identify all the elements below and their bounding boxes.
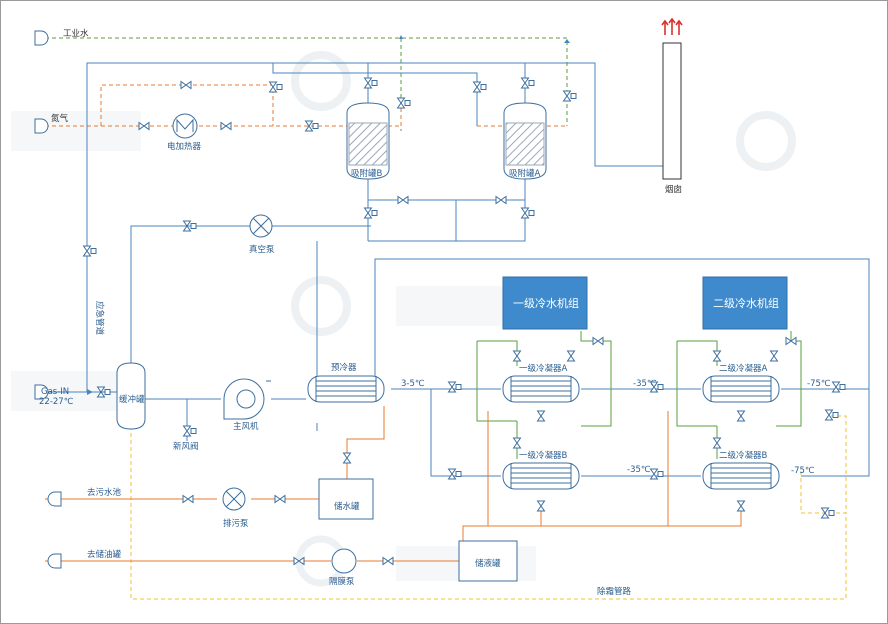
- electric-heater: [172, 113, 198, 139]
- fresh-air-valve-label: 新风阀: [173, 441, 199, 452]
- buffer-tank-label: 缓冲罐: [119, 394, 145, 405]
- valve-drain-2b[interactable]: [737, 500, 745, 512]
- valve-cw2-c[interactable]: [713, 437, 721, 449]
- chiller-unit-1-label: 一级冷水机组: [513, 296, 579, 310]
- valve-bypass[interactable]: [83, 245, 97, 257]
- temp-precooler-out: 3-5℃: [401, 379, 425, 389]
- valve-cw2-a[interactable]: [713, 350, 721, 362]
- chiller-unit-1: [502, 276, 588, 330]
- sewage-pool-label: 去污水池: [87, 487, 122, 498]
- water-tank: [318, 478, 374, 520]
- condenser-2b-label: 二级冷凝器B: [719, 450, 768, 461]
- valve-nitrogen-bypass[interactable]: [180, 81, 192, 89]
- valve-fresh-air[interactable]: [183, 425, 197, 437]
- inlet-gas-icon: [34, 384, 49, 400]
- valve-outlet[interactable]: [832, 381, 846, 393]
- valve-cw1-return[interactable]: [592, 337, 604, 345]
- valve-cross-b[interactable]: [397, 196, 409, 204]
- valve-adsorber-b-top[interactable]: [364, 77, 378, 89]
- temp-stage2a-out: -75℃: [807, 379, 831, 389]
- condenser-2a: [702, 375, 780, 403]
- nitrogen-label: 氮气: [51, 113, 69, 124]
- valve-heater-out[interactable]: [220, 122, 232, 130]
- valve-nitrogen[interactable]: [138, 122, 150, 130]
- valve-cw1-a[interactable]: [513, 350, 521, 362]
- valve-cw2-b[interactable]: [770, 350, 778, 362]
- valve-cw1-c[interactable]: [513, 437, 521, 449]
- condenser-2b: [702, 462, 780, 490]
- valve-cross-a[interactable]: [495, 196, 507, 204]
- valve-cw1-mid[interactable]: [537, 410, 545, 422]
- valve-sewage-in[interactable]: [274, 495, 286, 503]
- outlet-sewage-icon: [47, 491, 62, 507]
- liquid-tank-label: 储液罐: [475, 558, 501, 569]
- industrial-water-label: 工业水: [63, 28, 89, 39]
- temp-stage2b-out: -75℃: [791, 466, 815, 476]
- bypass-pipe-label: 应急管道: [94, 301, 105, 336]
- condenser-1a: [502, 375, 580, 403]
- chimney-label: 烟囱: [665, 184, 682, 195]
- temp-stage1a-out: -35℃: [633, 379, 657, 389]
- electric-heater-label: 电加热器: [167, 141, 202, 152]
- inlet-industrial-water-icon: [34, 30, 49, 46]
- liquid-tank: [458, 540, 518, 582]
- valve-cw2-mid[interactable]: [737, 410, 745, 422]
- sewage-pump: [222, 487, 246, 511]
- gas-line: [45, 62, 870, 477]
- vacuum-pump: [249, 214, 273, 238]
- sewage-pump-label: 排污泵: [223, 518, 249, 529]
- valve-cw1-b[interactable]: [567, 350, 575, 362]
- valve-sewage-out[interactable]: [182, 495, 194, 503]
- exhaust-arrows-icon: [661, 17, 683, 35]
- valve-adsorber-a-bottom[interactable]: [521, 207, 535, 219]
- chimney: [661, 17, 683, 180]
- valve-water-tank[interactable]: [343, 452, 351, 464]
- inlet-nitrogen-icon: [34, 118, 49, 134]
- condenser-1b: [502, 462, 580, 490]
- condenser-1a-label: 一级冷凝器A: [519, 363, 568, 374]
- liquid-line: [45, 406, 742, 562]
- valve-water-b[interactable]: [397, 97, 411, 109]
- vacuum-pump-label: 真空泵: [249, 244, 275, 255]
- valve-defrost-a[interactable]: [825, 409, 839, 421]
- buffer-tank: [116, 362, 146, 430]
- temp-stage1b-out: -35℃: [627, 465, 651, 475]
- adsorber-a: [503, 102, 547, 180]
- valve-stage1b-in[interactable]: [448, 468, 462, 480]
- valve-drain-1b[interactable]: [537, 500, 545, 512]
- valve-stage2b-in[interactable]: [650, 468, 664, 480]
- chiller-unit-2-label: 二级冷水机组: [713, 296, 779, 310]
- condenser-1b-label: 一级冷凝器B: [519, 450, 568, 461]
- gas-in-label: Gas-IN: [41, 387, 69, 397]
- adsorber-b: [346, 102, 390, 180]
- diaphragm-pump-label: 隔膜泵: [329, 576, 355, 587]
- valve-nitrogen-up[interactable]: [269, 81, 283, 93]
- precooler: [307, 375, 385, 403]
- defrost-pipe-label: 除霜管路: [597, 586, 632, 597]
- valve-liquid-in[interactable]: [382, 557, 394, 565]
- valve-adsorber-b-bottom[interactable]: [364, 207, 378, 219]
- outlet-oil-icon: [47, 553, 62, 569]
- adsorber-b-label: 吸附罐B: [351, 168, 383, 179]
- condenser-2a-label: 二级冷凝器A: [719, 363, 768, 374]
- valve-water-a[interactable]: [563, 90, 577, 102]
- main-fan: [223, 378, 271, 420]
- valve-adsorber-a-top[interactable]: [521, 77, 535, 89]
- chiller-unit-2: [702, 276, 788, 330]
- adsorber-a-label: 吸附罐A: [509, 168, 541, 179]
- valve-nitrogen-a[interactable]: [473, 81, 487, 93]
- main-fan-label: 主风机: [233, 421, 259, 432]
- gas-in-temp-label: 22-27℃: [39, 397, 74, 407]
- oil-tank-label: 去储油罐: [87, 549, 122, 560]
- flow-arrows: [87, 35, 570, 395]
- defrost-line: [130, 415, 847, 600]
- water-tank-label: 储水罐: [334, 501, 360, 512]
- diaphragm-pump: [331, 548, 357, 574]
- precooler-label: 预冷器: [331, 362, 357, 373]
- valve-stage1a-in[interactable]: [448, 381, 462, 393]
